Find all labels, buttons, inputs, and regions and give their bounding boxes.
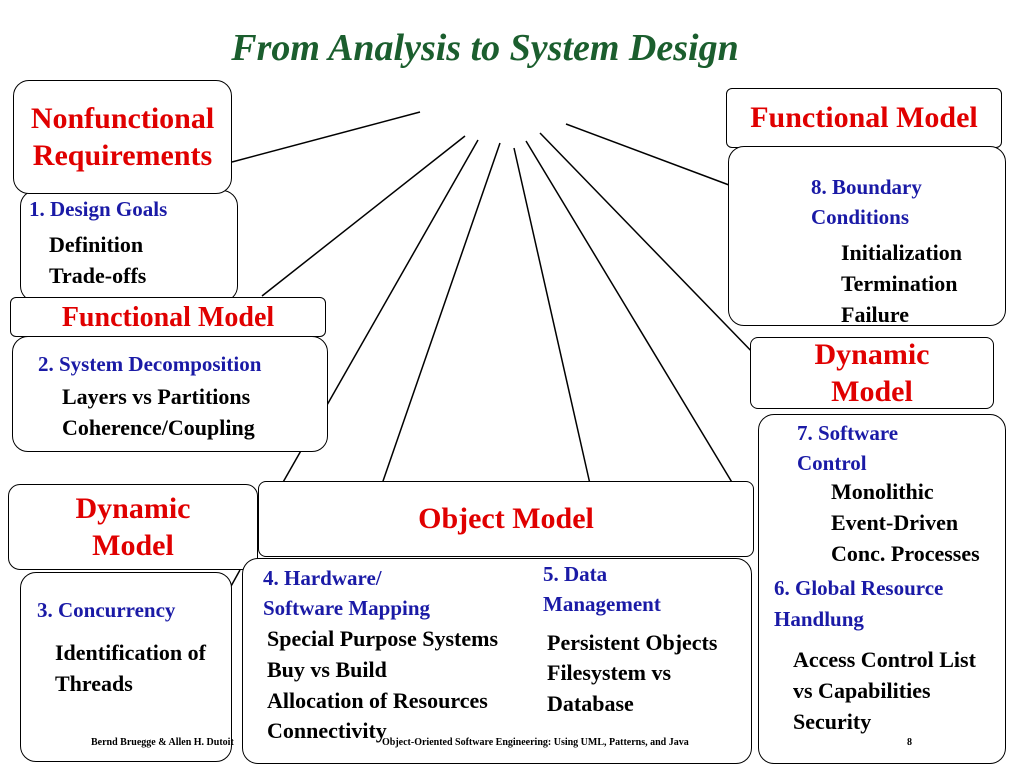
box-item: Initialization <box>841 240 963 265</box>
connector-line <box>565 123 730 186</box>
box-item: Database <box>547 691 634 716</box>
box-heading: 8. Boundary <box>811 175 922 199</box>
box-item: Event-Driven <box>831 510 959 535</box>
box-item: Coherence/Coupling <box>62 415 255 440</box>
concurrency-box: 3. Concurrency Identification of Threads <box>20 572 232 762</box>
box-heading: Control <box>797 451 867 475</box>
box-heading: Management <box>543 592 661 616</box>
box-heading: 5. Data <box>543 562 608 586</box>
box-item: Buy vs Build <box>267 657 387 682</box>
box-item: vs Capabilities <box>793 678 931 703</box>
box-heading: 1. Design Goals <box>29 197 168 221</box>
box-item: Identification of <box>55 640 206 665</box>
box-item: Trade-offs <box>49 263 147 288</box>
box-item: Threads <box>55 671 133 696</box>
footer-book-title: Object-Oriented Software Engineering: Us… <box>382 737 689 748</box>
box-item: Allocation of Resources <box>267 688 488 713</box>
connector-line <box>513 147 591 485</box>
box-item: Termination <box>841 271 958 296</box>
box-heading: Conditions <box>811 205 910 229</box>
nonfunctional-requirements-label: Nonfunctional Requirements <box>13 80 232 194</box>
box-heading: 2. System Decomposition <box>38 352 262 376</box>
box-item: Definition <box>49 232 144 257</box>
footer-authors: Bernd Bruegge & Allen H. Dutoit <box>91 737 234 748</box>
connector-line <box>381 142 501 485</box>
box-item: Access Control List <box>793 647 976 672</box>
box-item: Layers vs Partitions <box>62 384 251 409</box>
box-heading: Handlung <box>774 607 864 631</box>
box-item: Monolithic <box>831 479 934 504</box>
box-heading: 7. Software <box>797 421 899 445</box>
connector-line <box>231 111 421 163</box>
dynamic-model-label-right: Dynamic Model <box>750 337 994 409</box>
box-item: Connectivity <box>267 718 387 743</box>
box-item: Conc. Processes <box>831 541 980 566</box>
boundary-conditions-box: 8. Boundary Conditions Initialization Te… <box>728 146 1006 327</box>
box-item: Persistent Objects <box>547 630 718 655</box>
object-model-label: Object Model <box>258 481 754 557</box>
page-title: From Analysis to System Design <box>231 27 739 69</box>
box-item: Security <box>793 709 872 734</box>
software-control-global-resource-box: 7. Software Control Monolithic Event-Dri… <box>758 414 1006 764</box>
dynamic-model-label-left: Dynamic Model <box>8 484 258 570</box>
connector-line <box>525 140 734 485</box>
hardware-data-box: 4. Hardware/ Software Mapping Special Pu… <box>242 558 752 764</box>
box-item: Special Purpose Systems <box>267 626 498 651</box>
box-heading: 4. Hardware/ <box>263 566 382 590</box>
box-item: Failure <box>841 302 910 327</box>
connector-line <box>261 135 466 297</box>
box-heading: 6. Global Resource <box>774 576 944 600</box>
design-goals-box: 1. Design Goals Definition Trade-offs <box>20 190 238 302</box>
box-item: Filesystem vs <box>547 660 672 685</box>
system-decomposition-box: 2. System Decomposition Layers vs Partit… <box>12 336 328 452</box>
connector-line <box>539 132 759 359</box>
footer-page-number: 8 <box>907 737 912 748</box>
functional-model-label-right: Functional Model <box>726 88 1002 148</box>
functional-model-label-left: Functional Model <box>10 297 326 337</box>
box-heading: Software Mapping <box>263 596 431 620</box>
box-heading: 3. Concurrency <box>37 598 176 622</box>
